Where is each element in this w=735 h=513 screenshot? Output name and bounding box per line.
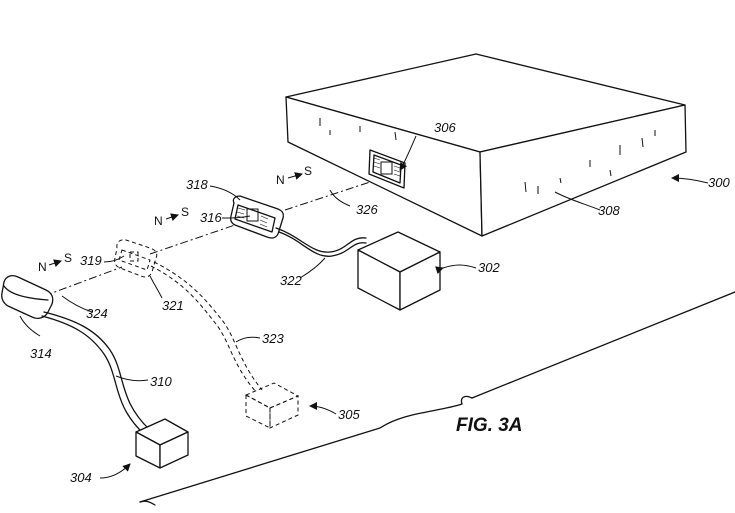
figure-caption: FIG. 3A [456,415,523,436]
label-314: 314 [30,346,52,361]
svg-text:S: S [181,205,189,219]
svg-text:N: N [38,260,47,274]
label-308: 308 [598,203,620,218]
label-306: 306 [434,120,456,135]
power-supply-302 [358,232,440,310]
label-310: 310 [150,374,172,389]
label-324: 324 [86,306,108,321]
pole-indicator-middle: N S [154,205,189,228]
power-supply-304 [136,419,188,468]
leader-lines [20,136,708,478]
label-304: 304 [70,470,92,485]
cable-323 [154,262,262,390]
svg-text:S: S [304,164,312,178]
alignment-axis [44,182,370,296]
label-319: 319 [80,253,102,268]
label-316: 316 [200,210,222,225]
pole-indicator-bottom: N S [38,251,72,274]
svg-text:N: N [154,214,163,228]
svg-text:N: N [276,173,285,187]
cable-310 [44,312,150,430]
label-323: 323 [262,331,284,346]
svg-text:S: S [64,251,72,265]
label-302: 302 [478,260,500,275]
label-326: 326 [356,202,378,217]
label-318: 318 [186,177,208,192]
label-322: 322 [280,273,302,288]
base-station-device [286,54,686,236]
surface-edge [140,292,735,505]
label-300: 300 [708,175,730,190]
pole-indicator-top: N S [276,164,312,187]
label-305: 305 [338,407,360,422]
cable-322 [276,228,366,252]
label-321: 321 [162,298,184,313]
